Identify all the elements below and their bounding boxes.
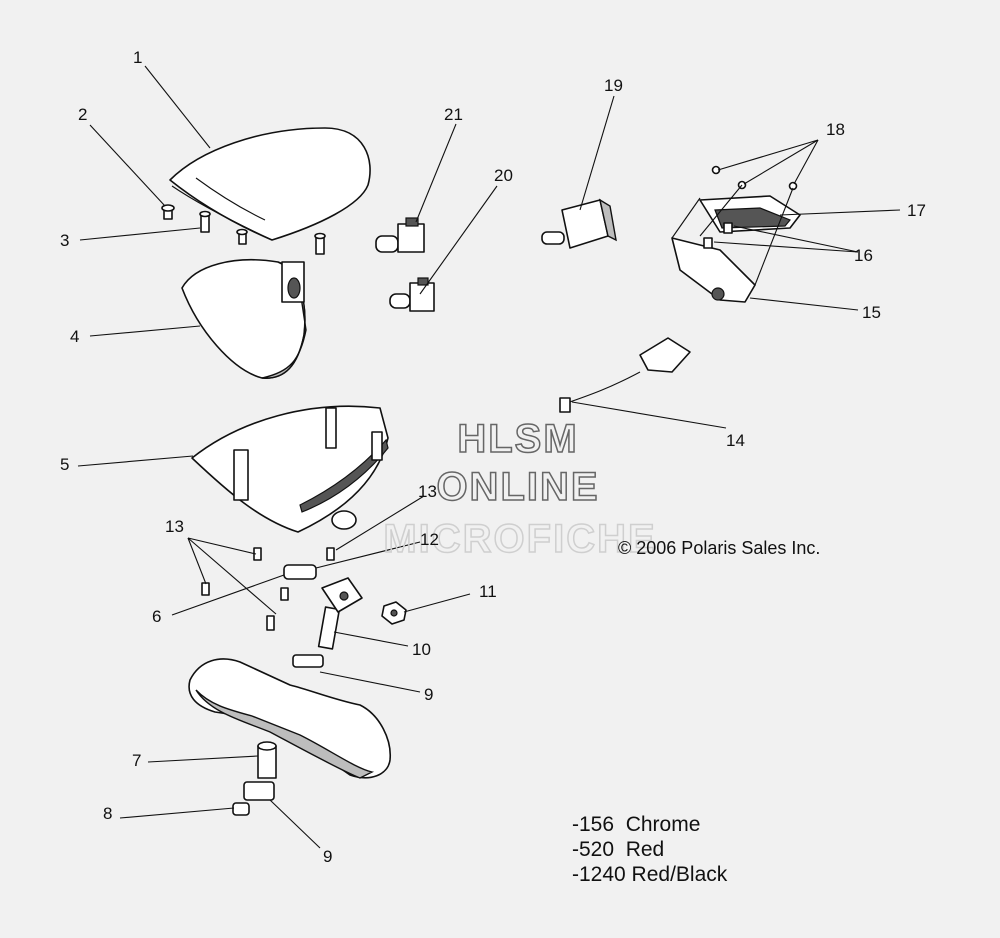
mount-bracket-part — [317, 577, 407, 650]
callout-18: 18 — [826, 120, 845, 139]
nut-part — [232, 802, 250, 816]
visor-cover-part — [169, 127, 371, 241]
leader-lines — [77, 65, 901, 849]
watermark-line-1: HLSM — [457, 417, 578, 461]
callout-7: 7 — [132, 751, 141, 770]
callout-20: 20 — [494, 166, 513, 185]
callout-11: 11 — [479, 582, 497, 601]
callout-21: 21 — [444, 105, 463, 124]
callout-16: 16 — [854, 246, 873, 265]
screw-and-stud-parts — [161, 204, 326, 255]
ballast-board-part — [699, 195, 801, 233]
headlight-housing-part — [181, 259, 307, 379]
color-code-red-black: -1240 Red/Black — [572, 863, 728, 886]
callout-1: 1 — [133, 48, 142, 67]
callout-numbers: 1 2 3 4 5 6 7 8 9 9 10 11 12 13 13 14 15… — [60, 48, 926, 866]
wire-harness-part — [559, 337, 691, 413]
color-code-list: -156 Chrome -520 Red -1240 Red/Black — [572, 812, 727, 887]
watermark-line-3: MICROFICHE — [383, 517, 656, 561]
bulb-part — [389, 277, 435, 312]
callout-3: 3 — [60, 231, 69, 250]
grommet-parts — [243, 654, 324, 801]
callout-12: 12 — [420, 530, 439, 549]
callout-8: 8 — [103, 804, 112, 823]
callout-9b: 9 — [323, 847, 332, 866]
copyright-text: © 2006 Polaris Sales Inc. — [618, 538, 821, 558]
hid-bulb-part — [541, 198, 617, 249]
callout-14: 14 — [726, 431, 745, 450]
callout-17: 17 — [907, 201, 926, 220]
color-code-chrome: -156 Chrome — [572, 813, 701, 836]
triple-clamp-part — [188, 658, 391, 779]
watermark: HLSM ONLINE MICROFICHE — [383, 416, 656, 562]
callout-2: 2 — [78, 105, 87, 124]
watermark-line-2: ONLINE — [436, 465, 599, 509]
callout-13b: 13 — [165, 517, 184, 536]
color-code-red: -520 Red — [572, 838, 665, 861]
fastener-parts — [201, 547, 335, 631]
callout-9a: 9 — [424, 685, 433, 704]
callout-10: 10 — [412, 640, 431, 659]
callout-4: 4 — [70, 327, 79, 346]
callout-19: 19 — [604, 76, 623, 95]
small-screw-parts — [703, 165, 798, 249]
ballast-bracket-part — [671, 237, 756, 303]
callout-5: 5 — [60, 455, 69, 474]
callout-13a: 13 — [418, 482, 437, 501]
headlight-shroud-part — [191, 405, 389, 533]
bulb-socket-part — [375, 217, 425, 253]
callout-6: 6 — [152, 607, 161, 626]
spacer-part — [257, 741, 277, 779]
callout-15: 15 — [862, 303, 881, 322]
